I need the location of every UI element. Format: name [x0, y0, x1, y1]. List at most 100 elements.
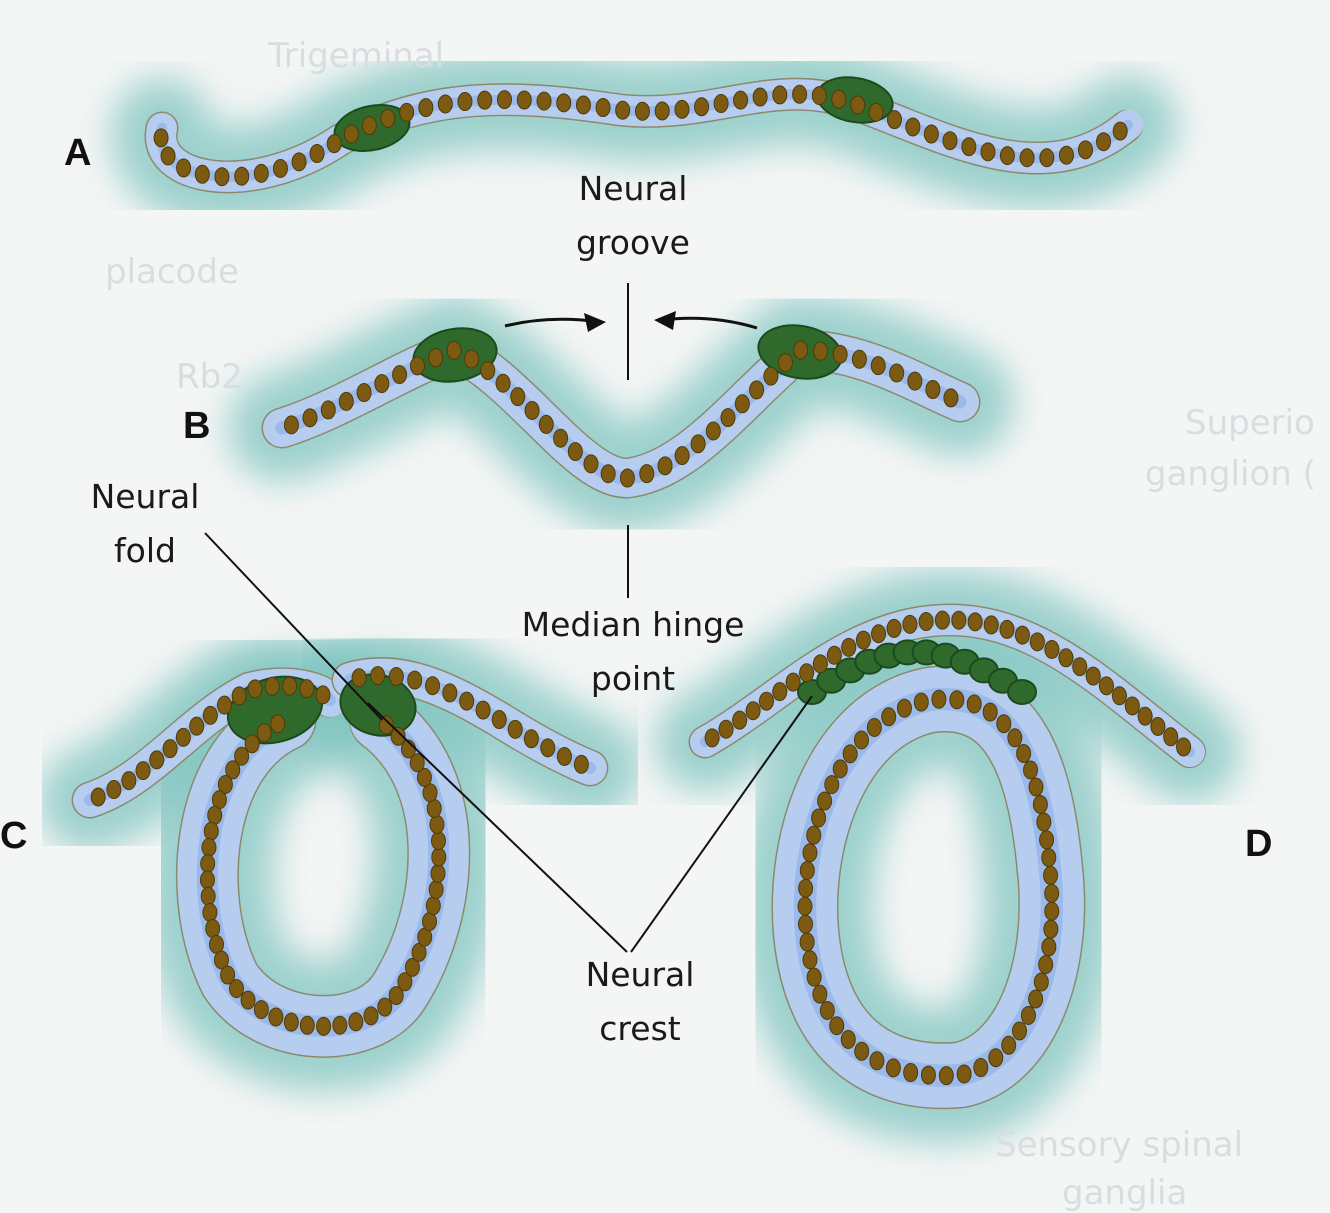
- tube-d-nucleus: [802, 843, 818, 863]
- plate-b-nucleus: [538, 414, 554, 434]
- tube-c-nucleus: [409, 753, 425, 773]
- plate-b-nucleus: [583, 454, 599, 474]
- tube-d-nucleus: [885, 1058, 901, 1078]
- tube-d-nucleus: [866, 718, 882, 738]
- tube-d-nucleus: [1041, 848, 1057, 868]
- arrow-right-head: [584, 313, 606, 332]
- tube-c-nucleus: [201, 837, 217, 857]
- tube-c-nucleus: [397, 972, 413, 992]
- plate-a-nucleus: [942, 131, 958, 151]
- plate-a-nucleus: [1039, 148, 1055, 168]
- plate-a-nucleus: [811, 86, 827, 106]
- tube-d-nucleus: [832, 759, 848, 779]
- plate-b-nucleus: [510, 387, 526, 407]
- tube-c-nucleus: [256, 723, 272, 743]
- tube-d-nucleus: [797, 896, 813, 916]
- tube-d-nucleus: [819, 1000, 835, 1020]
- tube-d-nucleus: [1039, 830, 1055, 850]
- neural-fold-line: [204, 532, 383, 721]
- ectoderm-d-nucleus: [772, 682, 788, 702]
- plate-a-nucleus: [326, 134, 342, 154]
- plate-a-nucleus: [1112, 121, 1128, 141]
- ectoderm-c-right-nucleus: [523, 729, 539, 749]
- bg-text-placode: placode: [105, 252, 239, 292]
- ectoderm-c-left-nucleus: [282, 676, 298, 696]
- plate-a-nucleus: [214, 167, 230, 187]
- plate-a-nucleus: [999, 146, 1015, 166]
- panel-label-d: D: [1245, 823, 1273, 865]
- tube-d-nucleus: [802, 950, 818, 970]
- tube-d-nucleus: [996, 714, 1012, 734]
- plate-a-nucleus: [886, 110, 902, 130]
- plate-a-nucleus: [792, 84, 808, 104]
- plate-b-nucleus: [777, 353, 793, 373]
- ectoderm-c-left-nucleus: [315, 685, 331, 705]
- plate-b-nucleus: [302, 408, 318, 428]
- ectoderm-d-nucleus: [1150, 716, 1166, 736]
- neural-crest-line-c: [367, 702, 628, 953]
- ectoderm-d-nucleus: [826, 645, 842, 665]
- tube-c-nucleus: [207, 805, 223, 825]
- plate-b-nucleus: [356, 383, 372, 403]
- tube-c-nucleus: [390, 726, 406, 746]
- ectoderm-d-nucleus: [1058, 648, 1074, 668]
- tube-c-nucleus: [404, 957, 420, 977]
- tube-d-nucleus: [840, 1029, 856, 1049]
- tube-c-nucleus: [225, 760, 241, 780]
- tube-c-nucleus: [202, 902, 218, 922]
- cell-nuclei: [90, 84, 1192, 1086]
- tube-d-nucleus: [1036, 812, 1052, 832]
- bg-text-ganglion: ganglion (: [1145, 454, 1316, 494]
- tube-c-nucleus: [253, 1000, 269, 1020]
- plate-b-nucleus: [283, 415, 299, 435]
- tube-c-nucleus: [200, 854, 216, 874]
- ectoderm-c-left-nucleus: [264, 676, 280, 696]
- tube-c-nucleus: [421, 912, 437, 932]
- tube-d-nucleus: [824, 775, 840, 795]
- tube-c-nucleus: [316, 1016, 332, 1036]
- ectoderm-d-nucleus: [967, 612, 983, 632]
- tube-c-nucleus: [332, 1015, 348, 1035]
- bg-text-trigeminal: Trigeminal: [268, 36, 445, 76]
- plate-a-nucleus: [477, 90, 493, 110]
- tube-c-nucleus: [348, 1012, 364, 1032]
- tube-d-nucleus: [1032, 794, 1048, 814]
- ectoderm-d-nucleus: [812, 654, 828, 674]
- tube-c-nucleus: [411, 942, 427, 962]
- ectoderm-d-nucleus: [1176, 737, 1192, 757]
- ectoderm-c-right-nucleus: [540, 738, 556, 758]
- plate-a-nucleus: [1019, 148, 1035, 168]
- neural-fold-label: Neural fold: [60, 470, 230, 578]
- plate-a-nucleus: [733, 90, 749, 110]
- tube-d-nucleus: [1041, 937, 1057, 957]
- neural-fold-line2: fold: [114, 531, 176, 570]
- neural-crest-line1: Neural: [585, 955, 695, 994]
- tube-d-nucleus: [806, 967, 822, 987]
- plate-b-nucleus: [734, 394, 750, 414]
- tube-d-nucleus: [1044, 883, 1060, 903]
- neural-groove-label: Neural groove: [533, 162, 733, 270]
- tube-c-nucleus: [416, 767, 432, 787]
- ectoderm-c-right-nucleus: [388, 667, 404, 687]
- tube-d-nucleus: [1016, 743, 1032, 763]
- ectoderm-c-left-nucleus: [149, 750, 165, 770]
- plate-a-nucleus: [399, 102, 415, 122]
- neural-groove-line1: Neural: [578, 169, 688, 208]
- neural-groove-line2: groove: [575, 223, 690, 262]
- tube-d-nucleus: [1023, 760, 1039, 780]
- tube-c-nucleus: [429, 815, 445, 835]
- tube-d-nucleus: [896, 698, 912, 718]
- tube-d-nucleus: [1012, 1021, 1028, 1041]
- plate-b-nucleus: [690, 434, 706, 454]
- plate-a-nucleus: [160, 146, 176, 166]
- plate-b-nucleus: [907, 371, 923, 391]
- plate-b-nucleus: [619, 468, 635, 488]
- plate-a-nucleus: [868, 102, 884, 122]
- tube-d-nucleus: [973, 1058, 989, 1078]
- median-hinge-point-label: Median hinge point: [498, 598, 768, 706]
- plate-a-nucleus: [516, 90, 532, 110]
- ectoderm-d-nucleus: [934, 610, 950, 630]
- median-hinge-line2: point: [590, 659, 676, 698]
- ectoderm-c-left-nucleus: [299, 679, 315, 699]
- plate-b-nucleus: [409, 356, 425, 376]
